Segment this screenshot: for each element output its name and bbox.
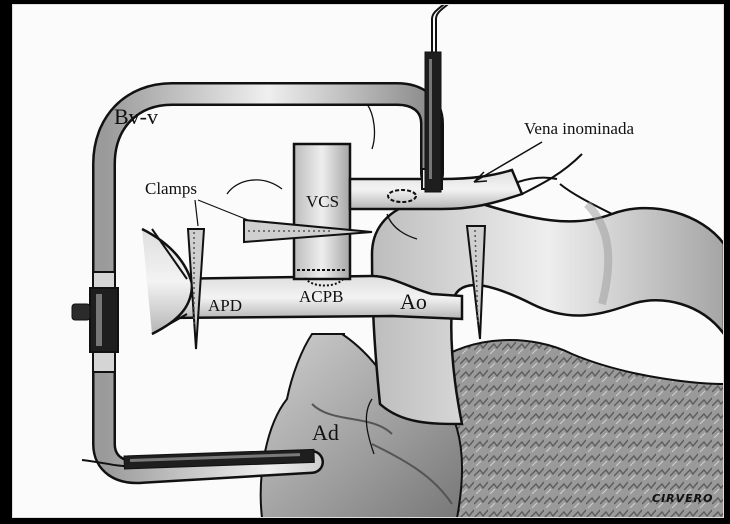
leader-lines (194, 141, 543, 227)
label-ao: Ao (400, 289, 427, 314)
label-ad: Ad (312, 420, 339, 445)
label-acpb: ACPB (299, 287, 344, 306)
artist-signature: CIRVERO (652, 492, 714, 505)
superior-vena-cava (292, 142, 352, 287)
surgical-illustration (12, 4, 724, 518)
tube-connector (71, 271, 119, 373)
label-clamps: Clamps (145, 179, 197, 198)
innominate-vein (348, 153, 583, 211)
label-bypass: Bv-v (114, 104, 158, 129)
label-apd: APD (208, 296, 243, 315)
sutures (226, 103, 418, 455)
label-vcs: VCS (306, 192, 340, 211)
venous-cannula (424, 4, 449, 193)
illustration-canvas: Bv-v Vena inominada Clamps VCS APD ACPB … (12, 4, 724, 518)
clamps (186, 218, 487, 350)
label-vena-inominada: Vena inominada (524, 119, 634, 138)
atrial-cannula (81, 448, 315, 470)
